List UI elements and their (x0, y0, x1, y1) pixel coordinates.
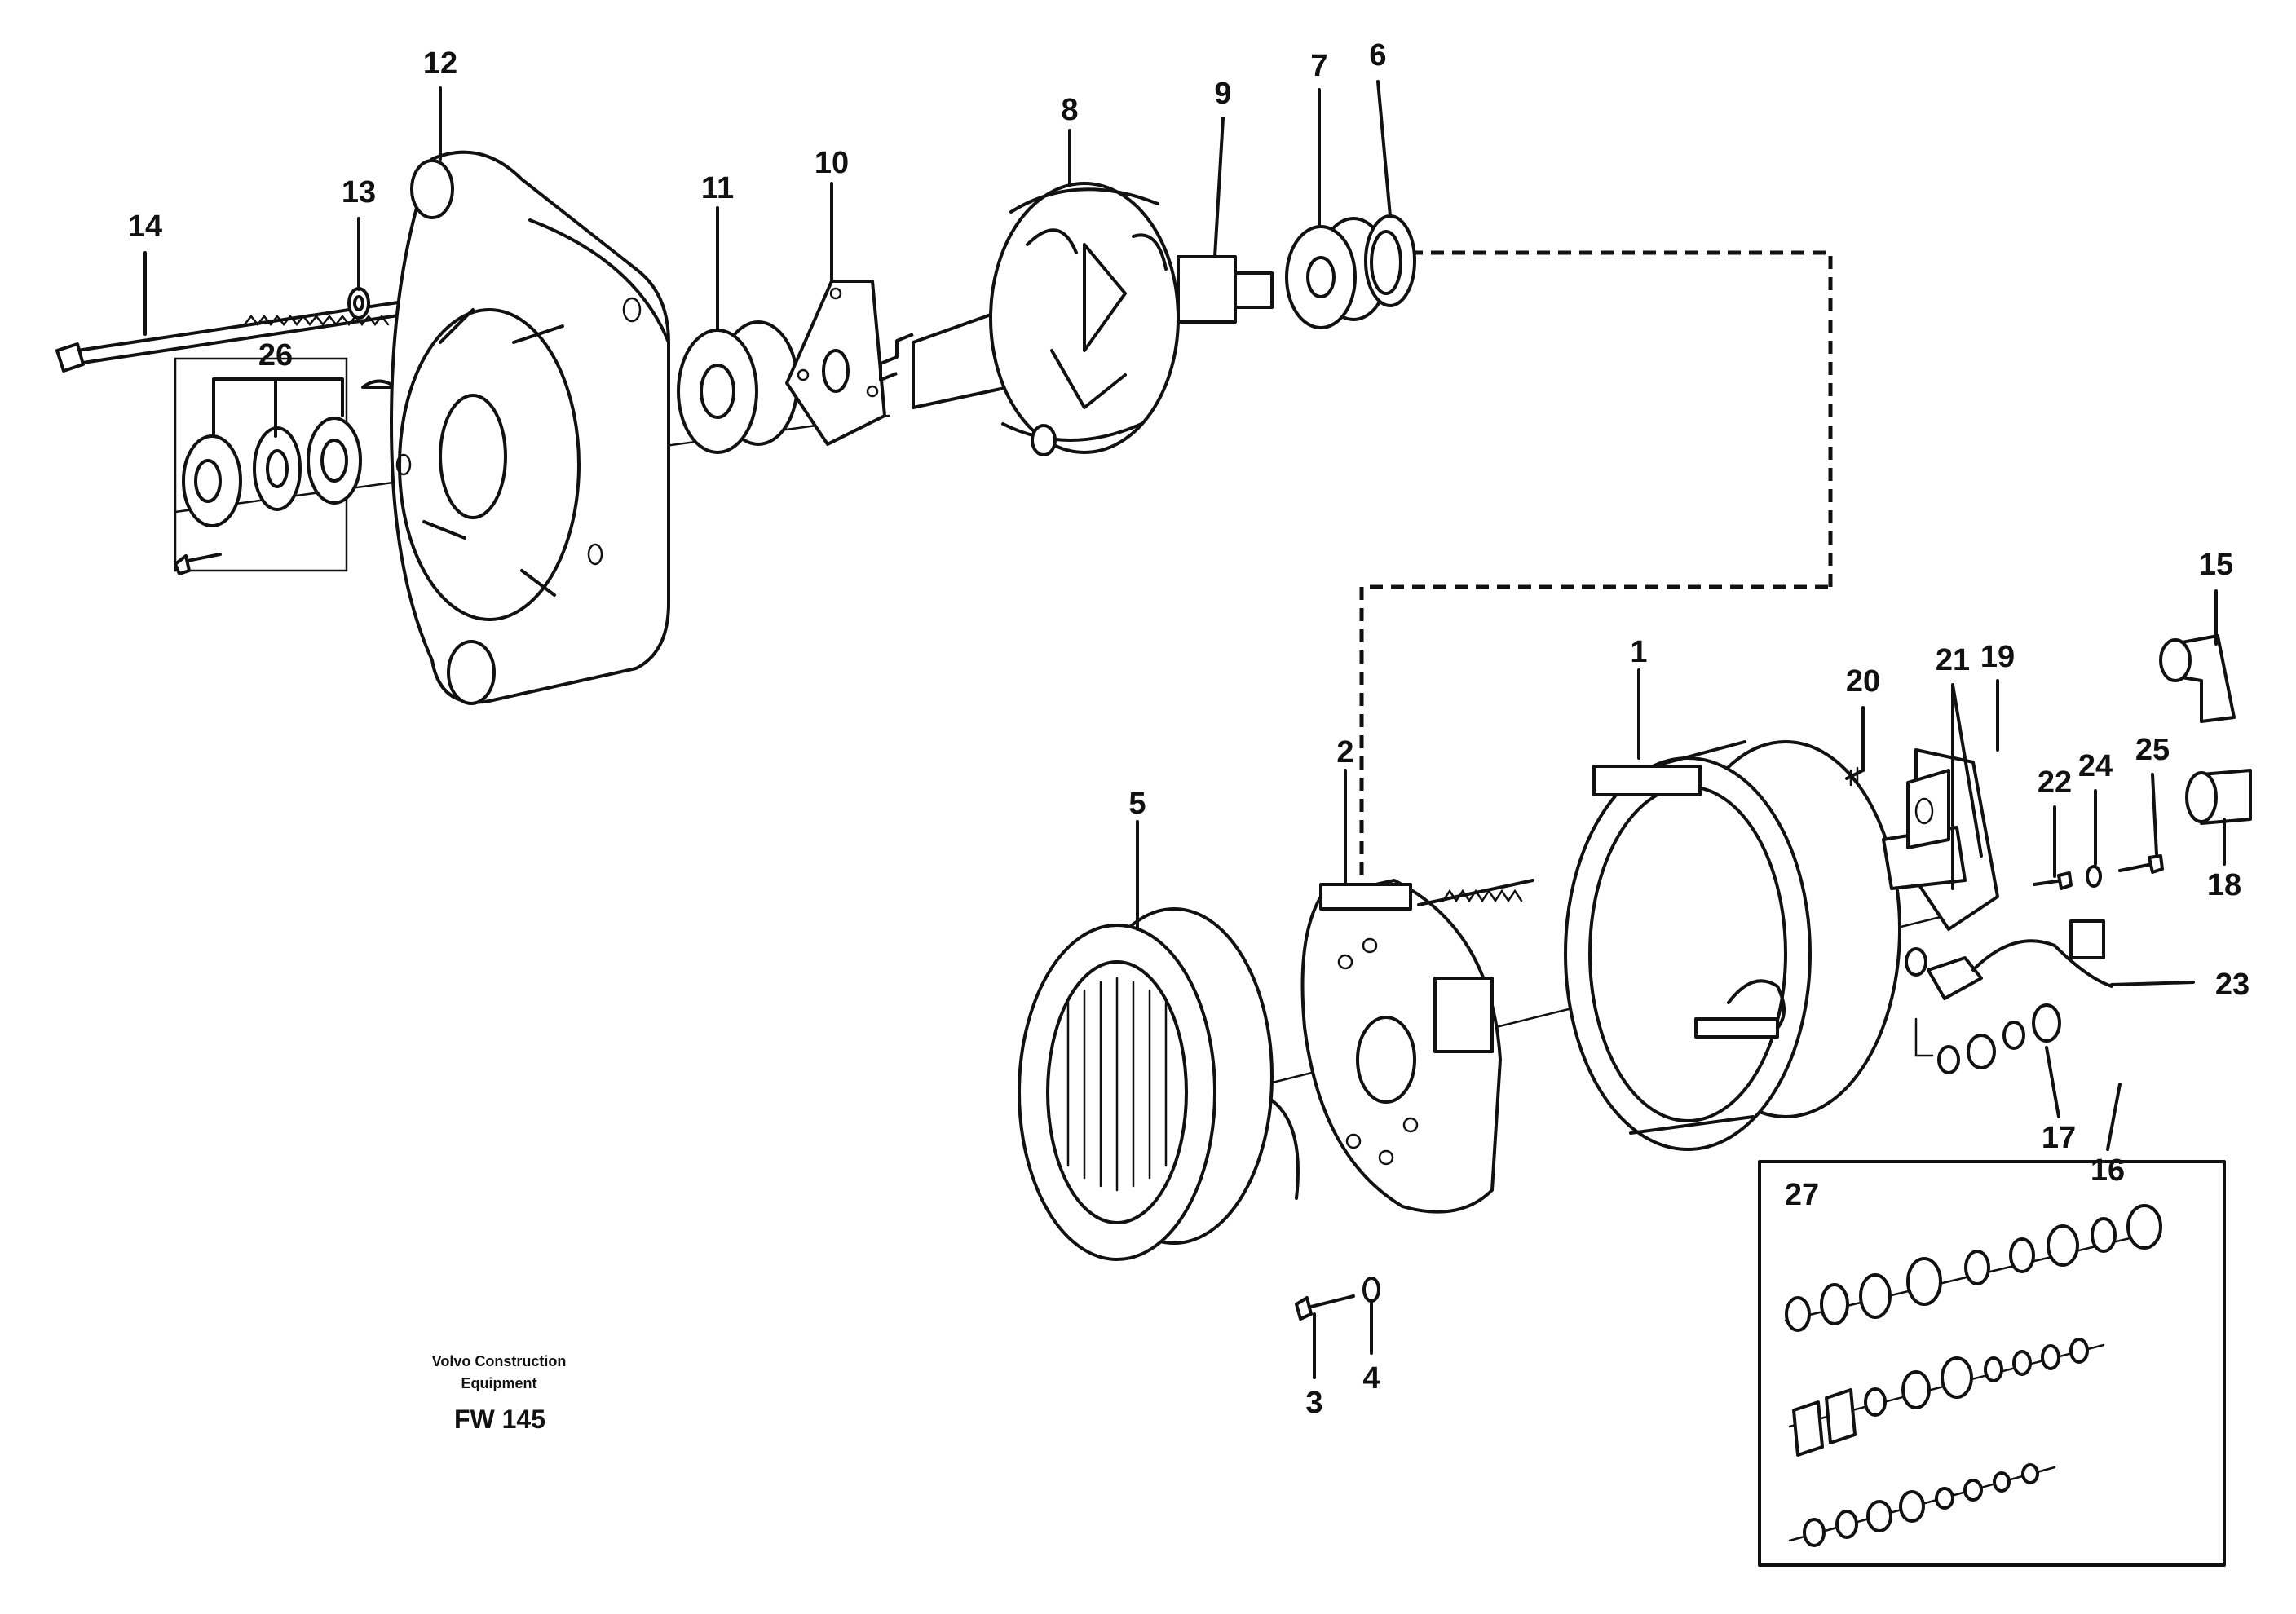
part-1-housing (1564, 740, 1901, 1151)
part-15-terminal-cover (2159, 634, 2236, 723)
callout-10: 10 (815, 146, 849, 180)
callout-5: 5 (1128, 787, 1146, 821)
callout-14: 14 (128, 209, 162, 244)
callout-22: 22 (2038, 765, 2072, 800)
callout-12: 12 (423, 46, 457, 81)
part-13-washer (347, 287, 370, 320)
part-11-bearing (677, 320, 799, 454)
part-24-washer (2086, 865, 2102, 888)
callout-3: 3 (1305, 1386, 1322, 1420)
callout-15: 15 (2199, 548, 2233, 582)
part-18-sleeve (2185, 769, 2252, 825)
part-21-brush-holder (1882, 769, 1967, 890)
leader-lines (144, 80, 2226, 1379)
part-25-screw (2118, 854, 2164, 874)
callout-18: 18 (2207, 868, 2241, 902)
callout-2: 2 (1336, 735, 1353, 770)
figure-caption: Volvo Construction Equipment FW 145 (432, 1353, 567, 1434)
part-10-retainer-plate (785, 280, 886, 446)
part-12-drive-end-bracket (390, 150, 670, 705)
callout-24: 24 (2078, 749, 2113, 783)
callout-20: 20 (1846, 664, 1880, 699)
caption-figure-code: FW 145 (454, 1405, 545, 1434)
caption-company-line1: Volvo Construction (432, 1353, 567, 1369)
callout-25: 25 (2135, 733, 2170, 767)
part-27-hardware-kit (1758, 1160, 2226, 1567)
callout-19: 19 (1980, 640, 2015, 674)
part-9-slip-ring-shaft (1177, 255, 1274, 324)
callout-13: 13 (342, 175, 376, 209)
callouts: 1 2 3 4 5 6 7 8 9 10 11 12 13 14 15 16 1… (128, 38, 2250, 1420)
callout-27: 27 (1785, 1178, 1819, 1212)
callout-17: 17 (2042, 1121, 2076, 1155)
part-4-washer (1362, 1277, 1380, 1303)
part-20-screw (1845, 766, 1865, 787)
part-6-seal-ring (1364, 214, 1416, 307)
assembly-connector-line-upper (1394, 250, 1833, 587)
part-3-screw (1295, 1294, 1355, 1321)
callout-21: 21 (1936, 643, 1970, 677)
callout-7: 7 (1310, 49, 1327, 83)
callout-23: 23 (2215, 968, 2250, 1002)
callout-4: 4 (1362, 1361, 1380, 1396)
callout-6: 6 (1369, 38, 1386, 73)
callout-16: 16 (2091, 1153, 2125, 1188)
part-23-capacitor (1905, 919, 2113, 1000)
callout-26: 26 (258, 338, 293, 373)
part-2-rectifier (1300, 879, 1534, 1214)
callout-11: 11 (701, 171, 734, 205)
callout-1: 1 (1630, 635, 1647, 669)
part-8-rotor (879, 182, 1180, 456)
part-16-17-terminal-hardware (1914, 1003, 2061, 1074)
callout-9: 9 (1214, 77, 1231, 111)
caption-company-line2: Equipment (461, 1375, 537, 1391)
part-26-pulley-kit (174, 357, 397, 575)
part-5-stator (1018, 907, 1300, 1261)
part-22-screw (2033, 871, 2073, 890)
callout-8: 8 (1061, 93, 1078, 127)
